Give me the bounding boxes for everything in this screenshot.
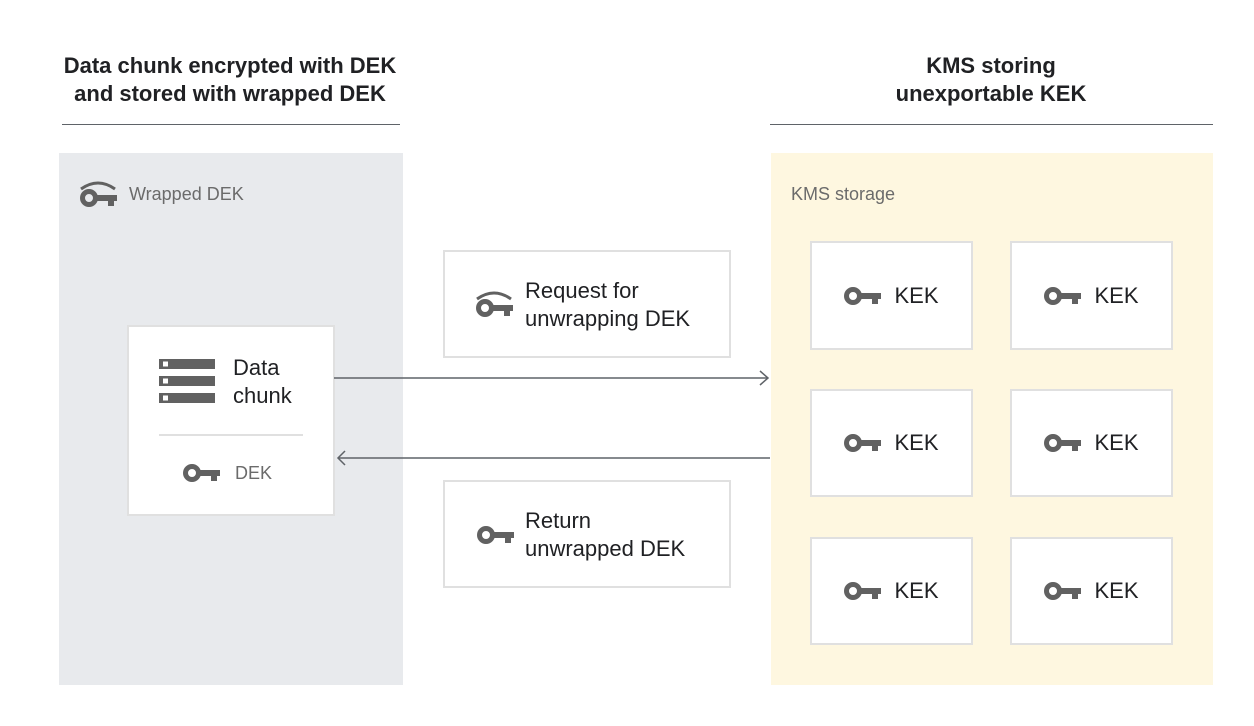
data-chunk-card [127, 325, 335, 516]
data-chunk-title: Data chunk [233, 354, 292, 410]
data-chunk-title-line2: chunk [233, 383, 292, 408]
kek-label: KEK [894, 282, 939, 308]
left-heading: Data chunk encrypted with DEK and stored… [40, 52, 420, 108]
right-divider [770, 124, 1213, 125]
kek-box: KEK [810, 537, 973, 645]
left-heading-line2: and stored with wrapped DEK [74, 81, 386, 106]
response-arrow [336, 450, 770, 466]
kek-label: KEK [1094, 430, 1139, 455]
key-icon [183, 462, 221, 484]
card-divider [159, 434, 303, 436]
request-text: Request for unwrapping DEK [525, 277, 690, 333]
key-icon [1044, 285, 1082, 307]
left-divider [62, 124, 400, 125]
wrapped-key-icon [80, 181, 118, 209]
key-icon [1044, 580, 1082, 602]
kek-box: KEK [1010, 537, 1173, 645]
request-line1: Request for [525, 278, 639, 303]
kek-box: KEK [810, 389, 973, 497]
request-line2: unwrapping DEK [525, 306, 691, 331]
kms-storage-label: KMS storage [791, 184, 896, 204]
kek-label: KEK [894, 578, 939, 603]
kek-label: KEK [1094, 282, 1139, 308]
key-icon [477, 524, 515, 546]
key-icon [844, 432, 882, 454]
data-chunk-icon [159, 359, 215, 403]
right-heading: KMS storing unexportable KEK [790, 52, 1192, 108]
return-box [443, 480, 731, 588]
request-arrow [334, 370, 770, 386]
return-text: Return unwrapped DEK [525, 507, 685, 563]
kek-box: KEK [1010, 241, 1173, 350]
kek-label: KEK [894, 430, 939, 455]
kek-label: KEK [1094, 578, 1139, 603]
return-line2: unwrapped DEK [525, 536, 686, 561]
arrows [334, 370, 770, 466]
data-chunk-title-line1: Data [233, 355, 280, 380]
left-heading-line1: Data chunk encrypted with DEK [63, 53, 397, 78]
right-heading-line1: KMS storing [926, 53, 1056, 78]
key-icon [844, 285, 882, 307]
wrapped-key-icon [476, 291, 514, 319]
key-icon [1044, 432, 1082, 454]
return-line1: Return [525, 508, 592, 533]
right-heading-line2: unexportable KEK [895, 81, 1087, 106]
wrapped-dek-label: Wrapped DEK [129, 184, 244, 204]
key-icon [844, 580, 882, 602]
kek-box: KEK [810, 241, 973, 350]
kek-box: KEK [1010, 389, 1173, 497]
dek-label: DEK [235, 463, 273, 483]
